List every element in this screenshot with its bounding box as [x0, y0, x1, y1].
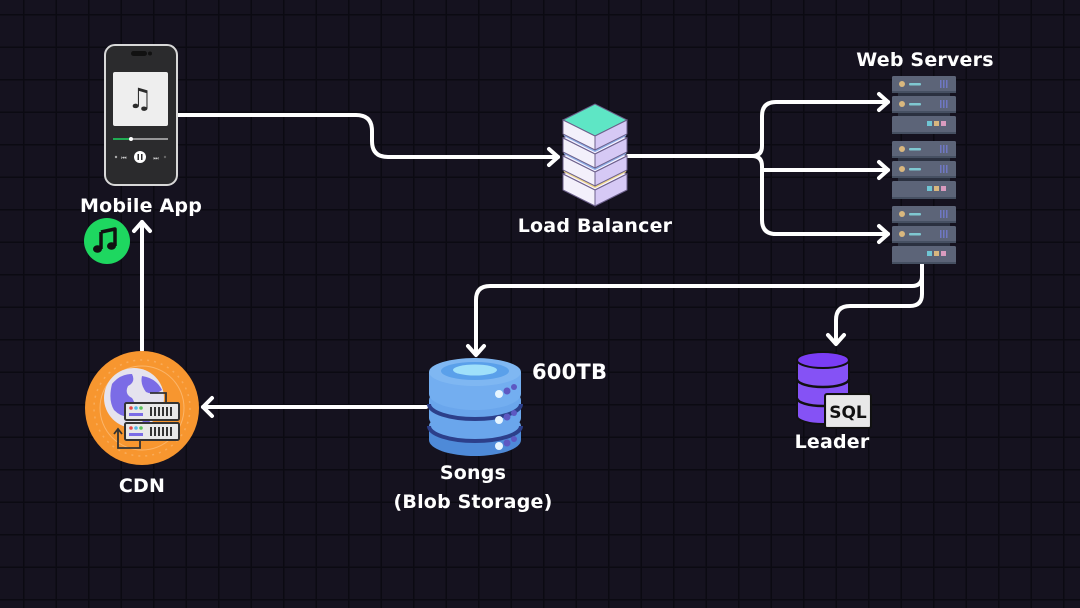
server-rack-icon — [892, 206, 956, 264]
edge-lb-to-web-servers — [626, 100, 890, 158]
sql-badge: SQL — [829, 403, 867, 423]
globe-servers-icon — [85, 351, 199, 465]
songs-storage-node — [427, 356, 523, 460]
arrowhead — [877, 92, 890, 112]
arrowhead — [826, 333, 846, 346]
arrowhead — [201, 396, 214, 418]
mobile-app-label: Mobile App — [80, 195, 202, 217]
smartphone-music-player-icon: ♫ ⏮ ⏭ — [104, 44, 178, 186]
leader-label: Leader — [794, 431, 870, 453]
web-server-2 — [892, 141, 956, 199]
edge-web-to-leader — [834, 274, 924, 345]
led-indicators — [495, 384, 517, 450]
mobile-app-node: ♫ ⏮ ⏭ — [104, 44, 178, 186]
sql-database-icon: SQL — [795, 351, 872, 429]
database-cylinder-icon — [427, 358, 523, 456]
storage-capacity: 600TB — [532, 360, 608, 384]
arrowhead — [132, 220, 152, 233]
server-stack-icon — [561, 103, 629, 207]
arrowhead — [466, 344, 486, 357]
music-badge — [84, 218, 130, 264]
arrowhead — [547, 147, 560, 167]
server-rack-icon — [892, 141, 956, 199]
web-servers-label: Web Servers — [856, 49, 994, 71]
svg-text:⏭: ⏭ — [153, 155, 159, 162]
load-balancer-label: Load Balancer — [517, 215, 673, 237]
arrowhead — [877, 160, 890, 180]
songs-label: Songs — [439, 462, 507, 484]
web-server-3 — [892, 206, 956, 264]
music-note-icon — [93, 227, 117, 253]
blob-storage-label: (Blob Storage) — [393, 491, 553, 513]
svg-text:♫: ♫ — [127, 82, 152, 115]
arrowhead — [877, 224, 890, 244]
cdn-node — [84, 350, 200, 466]
leader-db-node: SQL — [794, 350, 874, 432]
web-server-1 — [892, 76, 956, 134]
cdn-label: CDN — [118, 475, 166, 497]
edge-mobile-to-lb — [176, 113, 560, 159]
load-balancer-node — [561, 102, 629, 208]
server-rack-icon — [892, 76, 956, 134]
svg-text:⏮: ⏮ — [121, 155, 127, 162]
